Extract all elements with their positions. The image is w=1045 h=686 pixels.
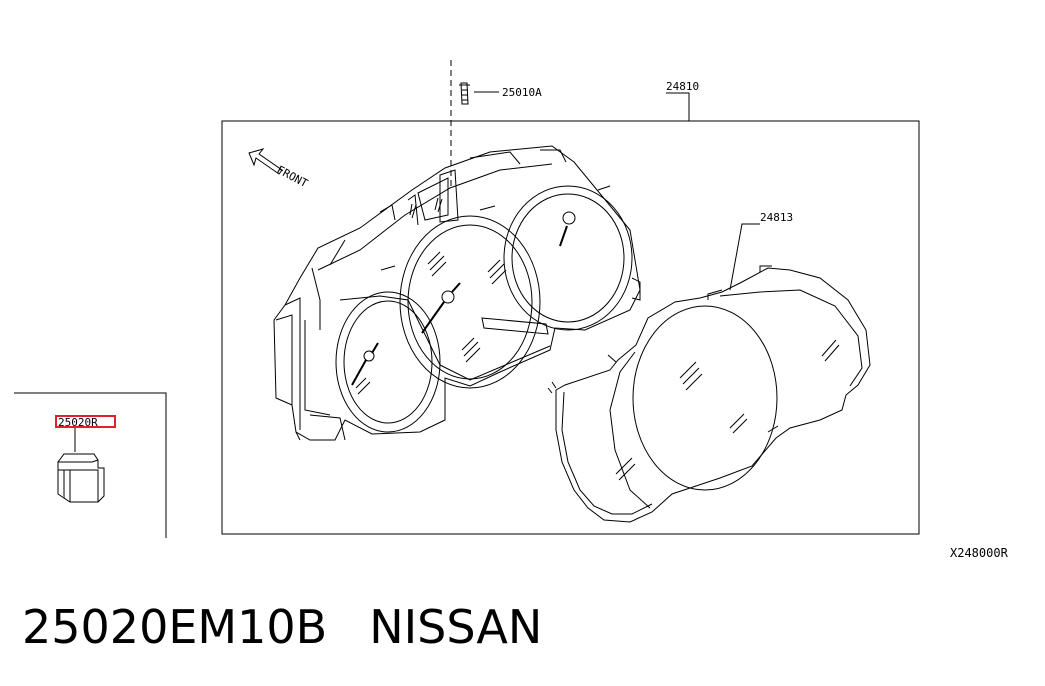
lens-cover (548, 266, 870, 522)
screw-25010a (451, 60, 499, 190)
leader-assembly (666, 93, 689, 121)
callout-screw: 25010A (502, 86, 542, 99)
brand-name: NISSAN (369, 600, 543, 654)
front-arrow-icon (249, 149, 282, 174)
part-25020r (58, 427, 104, 502)
leader-cover (730, 224, 760, 290)
front-label: FRONT (275, 163, 311, 190)
instrument-cluster (274, 146, 640, 440)
callout-assembly: 24810 (666, 80, 699, 93)
assembly-frame (222, 121, 919, 534)
part-subframe (14, 393, 166, 538)
part-highlight-box (56, 416, 115, 427)
callout-cover: 24813 (760, 211, 793, 224)
callout-part: 25020R (58, 416, 98, 429)
reference-code: X248000R (950, 546, 1009, 560)
part-number: 25020EM10B (22, 600, 328, 654)
caption: 25020EM10B NISSAN (22, 598, 542, 656)
